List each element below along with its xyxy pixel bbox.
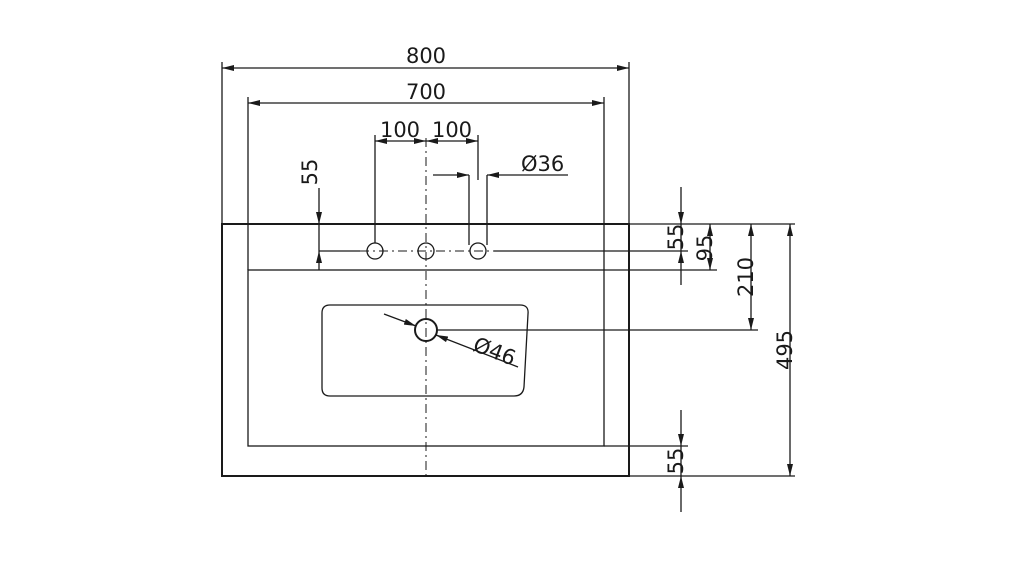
right-extension-lines — [437, 223, 795, 477]
dimension-tap-spacing: 100 100 — [374, 118, 479, 243]
label-inner-width: 700 — [406, 80, 446, 104]
dimension-210: 210 — [734, 224, 758, 330]
label-tap-diameter: Ø36 — [521, 152, 564, 176]
dimension-tap-offset-left: 55 — [298, 159, 360, 270]
dimension-700: 700 — [247, 80, 605, 270]
bowl-outline — [321, 304, 529, 397]
label-drain-depth: 210 — [734, 257, 758, 297]
label-total-width: 800 — [406, 44, 446, 68]
label-tap-spacing-left: 100 — [380, 118, 420, 142]
label-tap-offset-left: 55 — [298, 159, 322, 186]
dimension-800: 800 — [221, 44, 630, 224]
dimension-tap-diameter: Ø36 — [433, 152, 568, 245]
tap-hole-center — [417, 242, 435, 260]
label-drain-diameter: Ø46 — [470, 333, 519, 371]
dimension-front-rim: 55 — [664, 410, 688, 512]
dimension-tap-offset-right: 55 — [664, 187, 688, 285]
label-tap-offset-right: 55 — [664, 224, 688, 251]
dimension-495: 495 — [773, 224, 797, 476]
label-tap-row-depth: 95 — [693, 235, 717, 262]
dimension-95: 95 — [693, 224, 717, 270]
label-tap-spacing-right: 100 — [432, 118, 472, 142]
label-total-depth: 495 — [773, 330, 797, 370]
label-front-rim: 55 — [664, 448, 688, 475]
dimension-drain-diameter: Ø46 — [383, 313, 519, 371]
tap-hole-right — [469, 242, 487, 260]
